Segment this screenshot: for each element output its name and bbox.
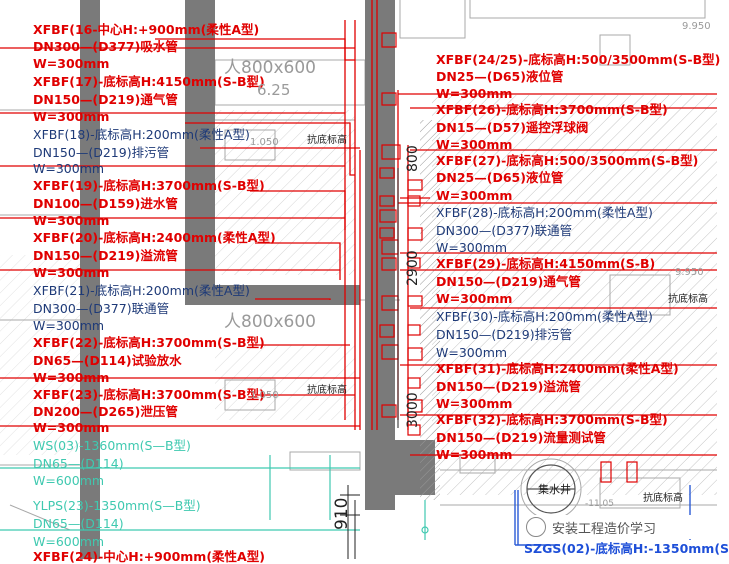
annotation: W=300mm <box>33 109 110 124</box>
annotation: W=600mm <box>33 473 105 488</box>
red-leader-lines <box>0 0 717 456</box>
resistance-label: 抗底标高 <box>643 493 683 504</box>
annotation-szgs: SZGS(02)-底标高H:-1350mm(S <box>524 541 729 556</box>
column-label: 人800x600 <box>224 312 316 332</box>
resistance-label: 抗底标高 <box>307 135 347 146</box>
dimension-lines <box>340 168 399 559</box>
annotation: W=300mm <box>436 188 513 203</box>
annotation: XFBF(24/25)-底标高H:500/3500mm(S-B型) <box>436 52 721 67</box>
annotation: DN300—(D377)联通管 <box>436 223 573 238</box>
dimension-label: 3000 <box>405 392 421 428</box>
dimension-label: 910 <box>332 497 352 530</box>
annotation: XFBF(21)-底标高H:200mm(柔性A型) <box>33 283 250 298</box>
annotation: DN150—(D219)通气管 <box>436 274 581 289</box>
annotation: DN200—(D265)泄压管 <box>33 404 178 419</box>
watermark: 安装工程造价学习 <box>526 515 714 539</box>
annotation: XFBF(23)-底标高H:3700mm(S-B型) <box>33 387 265 402</box>
annotation: W=300mm <box>436 137 513 152</box>
dimension-label: 2900 <box>405 250 421 286</box>
elevation-label: 9.950 <box>675 267 704 278</box>
annotation: W=300mm <box>436 240 508 255</box>
elevation-label: 6.25 <box>257 81 291 99</box>
annotation: W=300mm <box>33 318 105 333</box>
annotation: W=300mm <box>436 86 513 101</box>
cyan-pipes <box>0 455 429 540</box>
elevation-label: 1.050 <box>250 390 279 401</box>
annotation: XFBF(28)-底标高H:200mm(柔性A型) <box>436 205 653 220</box>
annotation: XFBF(27)-底标高H:500/3500mm(S-B型) <box>436 153 699 168</box>
dimension-label: 800 <box>405 145 421 172</box>
annotation: YLPS(23)-1350mm(S—B型) <box>33 498 201 513</box>
annotation: DN150—(D219)排污管 <box>33 145 170 160</box>
hatched-slab-left <box>0 255 80 455</box>
annotation: XFBF(16-中心H:+900mm(柔性A型) <box>33 22 260 37</box>
annotation: DN65—(D114) <box>33 516 124 531</box>
annotation: XFBF(30)-底标高H:200mm(柔性A型) <box>436 309 653 324</box>
annotation: W=300mm <box>33 213 110 228</box>
annotation: DN150—(D219)排污管 <box>436 327 573 342</box>
annotation: W=300mm <box>33 420 110 435</box>
wechat-logo-icon <box>526 517 546 537</box>
annotation: DN65—(D114)试验放水 <box>33 353 182 368</box>
annotation: DN150—(D219)通气管 <box>33 92 178 107</box>
elevation-label: 1.050 <box>250 137 279 148</box>
annotation: W=600mm <box>33 534 105 549</box>
annotation: DN25—(D65)液位管 <box>436 69 564 84</box>
hatched-wall-right <box>420 120 440 500</box>
annotation: WS(03)-1360mm(S—B型) <box>33 438 191 453</box>
annotation: DN100—(D159)进水管 <box>33 196 178 211</box>
annotation: W=300mm <box>436 345 508 360</box>
annotation: XFBF(31)-底标高H:2400mm(柔性A型) <box>436 361 679 376</box>
annotation: XFBF(22)-底标高H:3700mm(S-B型) <box>33 335 265 350</box>
sump-label: 集水井 <box>538 483 571 496</box>
column-label: 人800x600 <box>224 58 316 78</box>
annotation: W=300mm <box>436 291 513 306</box>
sump-pit <box>526 464 576 514</box>
annotation: W=300mm <box>33 56 110 71</box>
annotation: XFBF(29)-底标高H:4150mm(S-B) <box>436 256 656 271</box>
annotation: XFBF(19)-底标高H:3700mm(S-B型) <box>33 178 265 193</box>
hatched-slab-lower <box>215 345 355 420</box>
annotation: XFBF(20)-底标高H:2400mm(柔性A型) <box>33 230 276 245</box>
hatched-slab-middle <box>215 110 355 275</box>
annotation: W=300mm <box>436 396 513 411</box>
annotation: XFBF(24)-中心H:+900mm(柔性A型) <box>33 549 265 564</box>
annotation: W=300mm <box>33 370 110 385</box>
annotation: W=300mm <box>33 265 110 280</box>
annotation: DN300—(D377)联通管 <box>33 301 170 316</box>
annotation: XFBF(18)-底标高H:200mm(柔性A型) <box>33 127 250 142</box>
annotation: W=300mm <box>33 161 105 176</box>
resistance-label: 抗底标高 <box>307 385 347 396</box>
elevation-label: -11.05 <box>585 499 615 509</box>
annotation: DN150—(D219)流量测试管 <box>436 430 606 445</box>
annotation: XFBF(26)-底标高H:3700mm(S-B型) <box>436 102 668 117</box>
pipe-sleeves <box>379 32 638 483</box>
annotation: W=300mm <box>436 447 513 462</box>
annotation: DN25—(D65)液位管 <box>436 170 564 185</box>
annotation: DN300—(D377)吸水管 <box>33 39 178 54</box>
annotation: DN65—(D114) <box>33 456 124 471</box>
annotation: DN150—(D219)溢流管 <box>33 248 178 263</box>
watermark-text: 安装工程造价学习 <box>552 521 657 537</box>
annotation: XFBF(17)-底标高H:4150mm(S-B型) <box>33 74 265 89</box>
cad-drawing <box>0 0 717 559</box>
annotation: XFBF(32)-底标高H:3700mm(S-B型) <box>436 412 668 427</box>
annotation: DN15—(D57)遥控浮球阀 <box>436 120 589 135</box>
annotation: DN150—(D219)溢流管 <box>436 379 581 394</box>
elevation-label: 9.950 <box>682 21 711 32</box>
resistance-label: 抗底标高 <box>668 294 708 305</box>
